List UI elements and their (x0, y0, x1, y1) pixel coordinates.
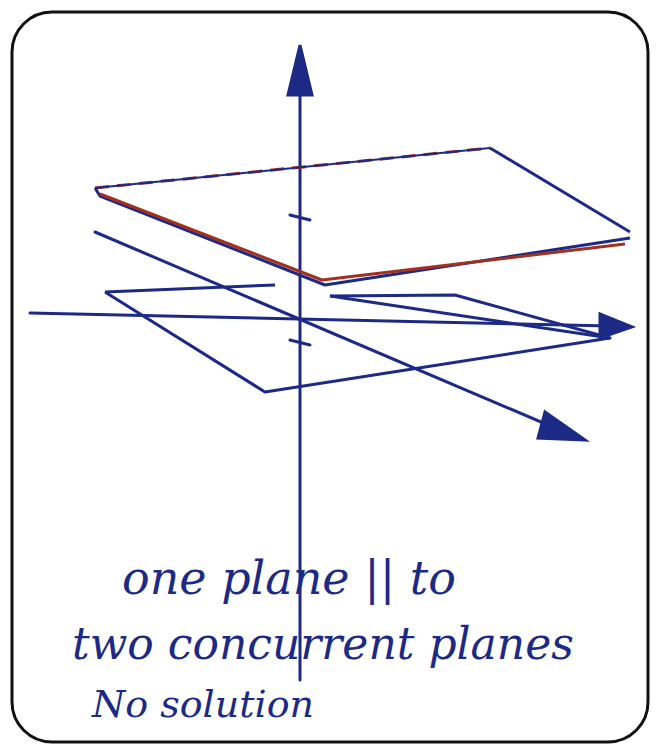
handwritten-note: one plane || to (122, 553, 456, 604)
parallel-plane (95, 148, 630, 285)
concurrent-planes (105, 285, 610, 392)
handwritten-note: No solution (92, 684, 314, 726)
axes (30, 45, 632, 680)
frame (12, 12, 648, 742)
handwritten-note: two concurrent planes (72, 620, 574, 668)
